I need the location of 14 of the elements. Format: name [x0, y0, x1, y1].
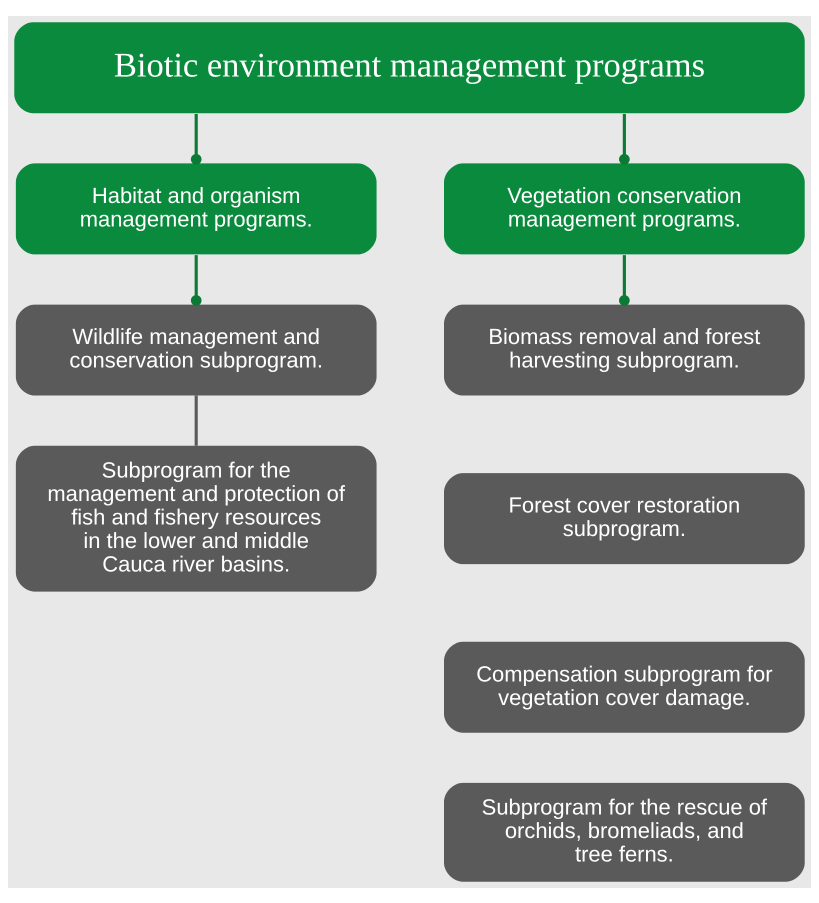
node-box: Compensation subprogram for vegetation cover damage. — [444, 641, 805, 732]
connector — [190, 254, 202, 306]
node-box: Habitat and organism management programs. — [16, 162, 377, 254]
node-box: Biomass removal and forest harvesting subprogram. — [444, 304, 805, 396]
node-box: Forest cover restoration subprogram. — [444, 472, 805, 564]
connector — [619, 113, 630, 164]
connector — [619, 254, 630, 306]
node-box: Biotic environment management programs — [14, 22, 805, 113]
node-box: Subprogram for the rescue of orchids, bromeliads, and tree ferns. — [444, 782, 805, 882]
node-box: Wildlife management and conservation subprogram. — [16, 304, 377, 396]
connector — [194, 395, 198, 446]
node-box: Vegetation conservation management programs. — [444, 162, 805, 254]
connector — [190, 113, 202, 164]
node-box: Subprogram for the management and protection of fish and fishery resources in the lower and middle Cauca river basins. — [16, 445, 377, 592]
